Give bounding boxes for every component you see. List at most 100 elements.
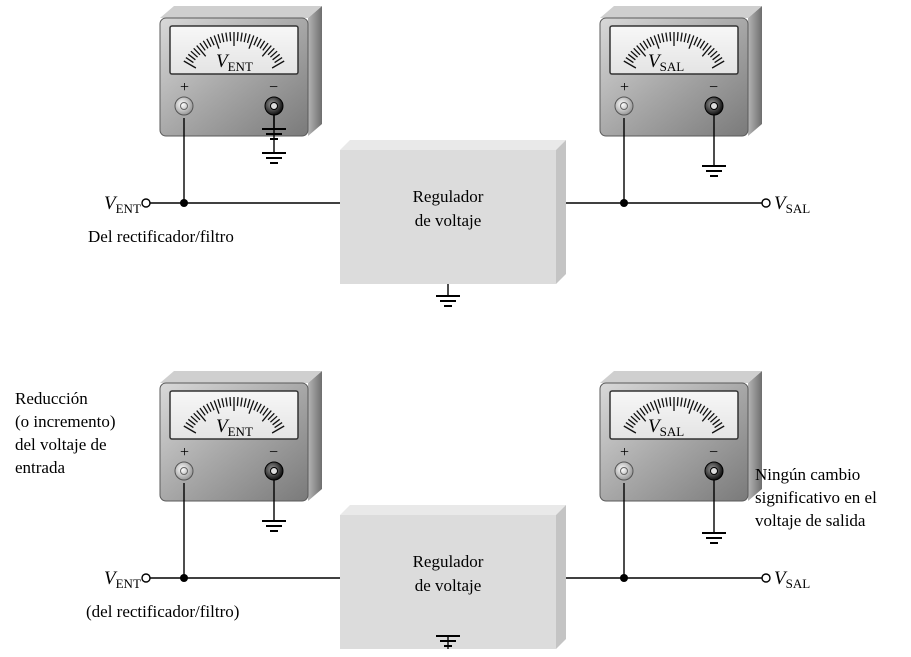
- meter-scale: [183, 397, 285, 434]
- scale-tick: [253, 401, 259, 411]
- svg-text:VSAL: VSAL: [648, 416, 684, 439]
- scale-tick: [246, 34, 251, 44]
- scale-tick: [274, 422, 283, 429]
- positive-jack[interactable]: [614, 96, 634, 116]
- output-note-line: significativo en el: [755, 488, 877, 507]
- input-note-line: Reducción: [15, 389, 88, 408]
- regulator-label-line2: de voltaje: [415, 576, 482, 595]
- ground-symbol: [702, 532, 726, 544]
- minus-terminal-label: −: [269, 444, 278, 461]
- junction-dot: [620, 199, 628, 207]
- scale-tick: [262, 42, 269, 51]
- scale-tick: [653, 400, 660, 414]
- scale-tick: [185, 422, 194, 429]
- regulator-box-top: Regulador de voltaje: [340, 140, 566, 284]
- scale-tick: [630, 50, 639, 58]
- scale-tick: [665, 32, 668, 42]
- meter-input-bottom: VENT + −: [159, 370, 323, 502]
- scale-tick: [633, 47, 641, 56]
- plus-terminal-label: +: [180, 79, 189, 96]
- scale-tick: [248, 400, 255, 414]
- scale-tick: [240, 397, 243, 407]
- scale-tick: [711, 425, 725, 434]
- scale-tick: [686, 34, 691, 44]
- scale-tick: [625, 57, 634, 64]
- scale-tick: [213, 35, 220, 49]
- scale-tick: [253, 36, 259, 46]
- scale-tick: [657, 399, 662, 409]
- meter-subscript: ENT: [228, 59, 253, 74]
- scale-tick: [243, 398, 247, 408]
- scale-tick: [714, 57, 723, 64]
- output-terminal: [761, 198, 771, 208]
- meter-scale: [623, 397, 725, 434]
- ground-symbol: [436, 635, 460, 647]
- scale-tick: [221, 398, 225, 408]
- scale-tick: [661, 33, 665, 43]
- scale-tick: [642, 405, 649, 414]
- scale-tick: [256, 403, 262, 413]
- meter-symbol: V: [216, 416, 230, 437]
- scale-tick: [267, 412, 275, 421]
- scale-tick: [259, 405, 266, 414]
- scale-tick: [248, 35, 255, 49]
- scale-tick: [714, 422, 723, 429]
- scale-tick: [642, 40, 649, 49]
- output-note-line: voltaje de salida: [755, 511, 866, 530]
- scale-tick: [196, 410, 207, 422]
- meter-output-bottom: VSAL + −: [599, 370, 763, 502]
- scale-tick: [686, 399, 691, 409]
- scale-tick: [272, 418, 281, 426]
- scale-tick: [627, 53, 636, 61]
- plus-terminal-label: +: [620, 79, 629, 96]
- vout-label: VSAL: [774, 193, 810, 216]
- positive-jack[interactable]: [174, 461, 194, 481]
- meter-symbol: V: [216, 51, 230, 72]
- scale-tick: [269, 50, 278, 58]
- scale-tick: [246, 399, 251, 409]
- scale-tick: [199, 42, 206, 51]
- scale-tick: [636, 410, 647, 422]
- minus-terminal-label: −: [709, 79, 718, 96]
- scale-tick: [702, 42, 709, 51]
- scale-tick: [701, 45, 712, 57]
- scale-tick: [183, 60, 197, 69]
- scale-tick: [696, 403, 702, 413]
- scale-tick: [217, 34, 222, 44]
- scale-tick: [229, 32, 232, 42]
- scale-tick: [699, 405, 706, 414]
- source-note: (del rectificador/filtro): [86, 602, 239, 621]
- positive-jack[interactable]: [174, 96, 194, 116]
- positive-jack[interactable]: [614, 461, 634, 481]
- meter-scale: [623, 32, 725, 69]
- scale-tick: [623, 60, 637, 69]
- regulator-label-line1: Regulador: [413, 552, 484, 571]
- junction-dot: [180, 199, 188, 207]
- ground-symbol: [436, 295, 460, 307]
- plus-terminal-label: +: [620, 444, 629, 461]
- scale-tick: [229, 397, 232, 407]
- input-terminal: [141, 573, 151, 583]
- scale-tick: [676, 32, 679, 42]
- output-terminal: [761, 573, 771, 583]
- scale-tick: [683, 33, 687, 43]
- meter-symbol: V: [648, 51, 662, 72]
- scale-tick: [209, 36, 215, 46]
- scale-tick: [185, 57, 194, 64]
- scale-tick: [274, 57, 283, 64]
- scale-tick: [709, 50, 718, 58]
- scale-tick: [202, 40, 209, 49]
- input-note-line: (o incremento): [15, 412, 116, 431]
- scale-tick: [193, 412, 201, 421]
- scale-tick: [187, 53, 196, 61]
- scale-tick: [199, 407, 206, 416]
- scale-tick: [217, 399, 222, 409]
- scale-tick: [649, 36, 655, 46]
- scale-tick: [261, 410, 272, 422]
- scale-tick: [225, 397, 228, 407]
- scale-tick: [693, 401, 699, 411]
- scale-tick: [709, 415, 718, 423]
- scale-tick: [236, 397, 239, 407]
- scale-tick: [259, 40, 266, 49]
